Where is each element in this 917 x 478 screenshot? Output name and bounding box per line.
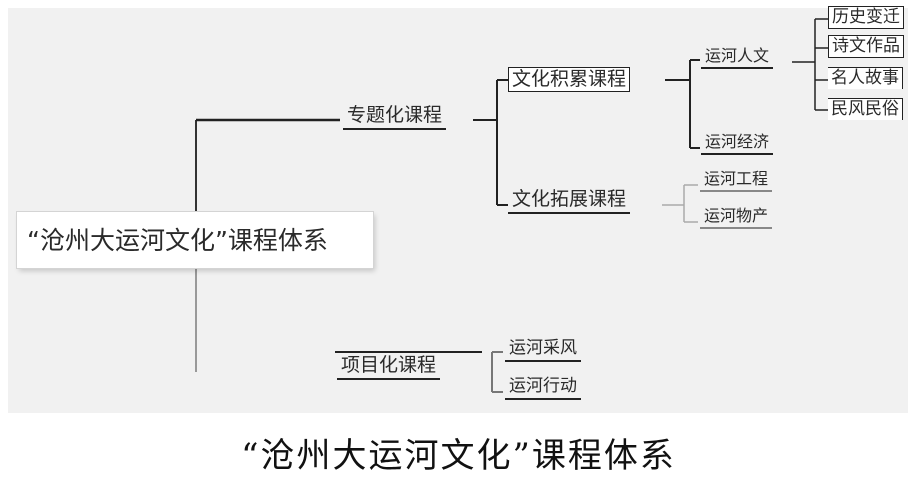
- node-wenhua-jilei: 文化积累课程: [508, 67, 631, 92]
- leaf-lishi-bianqian: 历史变迁: [828, 6, 904, 29]
- leaf-yunhe-wuchan: 运河物产: [700, 208, 773, 229]
- figure-caption: “沧州大运河文化”课程体系: [241, 436, 676, 476]
- root-node: “沧州大运河文化”课程体系: [17, 212, 373, 268]
- leaf-mingren-gushi: 名人故事: [828, 67, 903, 89]
- node-wenhua-tuozhan: 文化拓展课程: [508, 190, 631, 214]
- diagram-background: [8, 8, 908, 413]
- leaf-yunhe-gongcheng: 运河工程: [700, 171, 773, 192]
- node-zhuantihua: 专题化课程: [343, 106, 447, 130]
- node-xiangmuhua: 项目化课程: [337, 356, 441, 380]
- node-yunhe-renwen: 运河人文: [701, 48, 774, 69]
- leaf-shiwen-zuopin: 诗文作品: [828, 35, 904, 58]
- leaf-minfeng-minsu: 民风民俗: [828, 98, 903, 120]
- leaf-yunhe-xingdong: 运河行动: [505, 378, 581, 400]
- node-yunhe-jingji: 运河经济: [701, 134, 774, 155]
- leaf-yunhe-caifeng: 运河采风: [505, 340, 581, 362]
